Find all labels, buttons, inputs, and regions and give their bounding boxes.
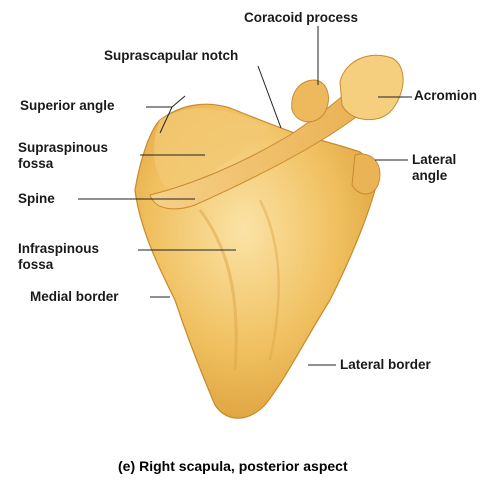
label-lateral-angle: Lateral angle bbox=[412, 152, 456, 184]
figure-caption: (e)Right scapula, posterior aspect bbox=[118, 458, 348, 474]
label-superior-angle: Superior angle bbox=[20, 98, 115, 114]
label-acromion: Acromion bbox=[414, 88, 477, 104]
label-infraspinous-fossa: Infraspinous fossa bbox=[18, 241, 99, 273]
leader-superior-angle bbox=[146, 96, 185, 107]
label-lateral-angle-line2: angle bbox=[412, 168, 456, 184]
figure-caption-text: Right scapula, posterior aspect bbox=[139, 458, 348, 474]
acromion bbox=[340, 55, 403, 119]
label-infraspinous-line1: Infraspinous bbox=[18, 241, 99, 257]
label-spine: Spine bbox=[18, 191, 55, 207]
label-suprascapular-notch: Suprascapular notch bbox=[104, 48, 238, 64]
label-supraspinous-line2: fossa bbox=[18, 156, 108, 172]
label-lateral-angle-line1: Lateral bbox=[412, 152, 456, 168]
label-coracoid-process: Coracoid process bbox=[244, 10, 358, 26]
label-supraspinous-line1: Supraspinous bbox=[18, 140, 108, 156]
label-supraspinous-fossa: Supraspinous fossa bbox=[18, 140, 108, 172]
label-lateral-border: Lateral border bbox=[340, 357, 431, 373]
leader-suprascapular-notch bbox=[258, 66, 281, 128]
label-infraspinous-line2: fossa bbox=[18, 257, 99, 273]
label-medial-border: Medial border bbox=[30, 289, 119, 305]
figure-part-label: (e) bbox=[118, 458, 135, 474]
coracoid-process bbox=[292, 80, 329, 122]
